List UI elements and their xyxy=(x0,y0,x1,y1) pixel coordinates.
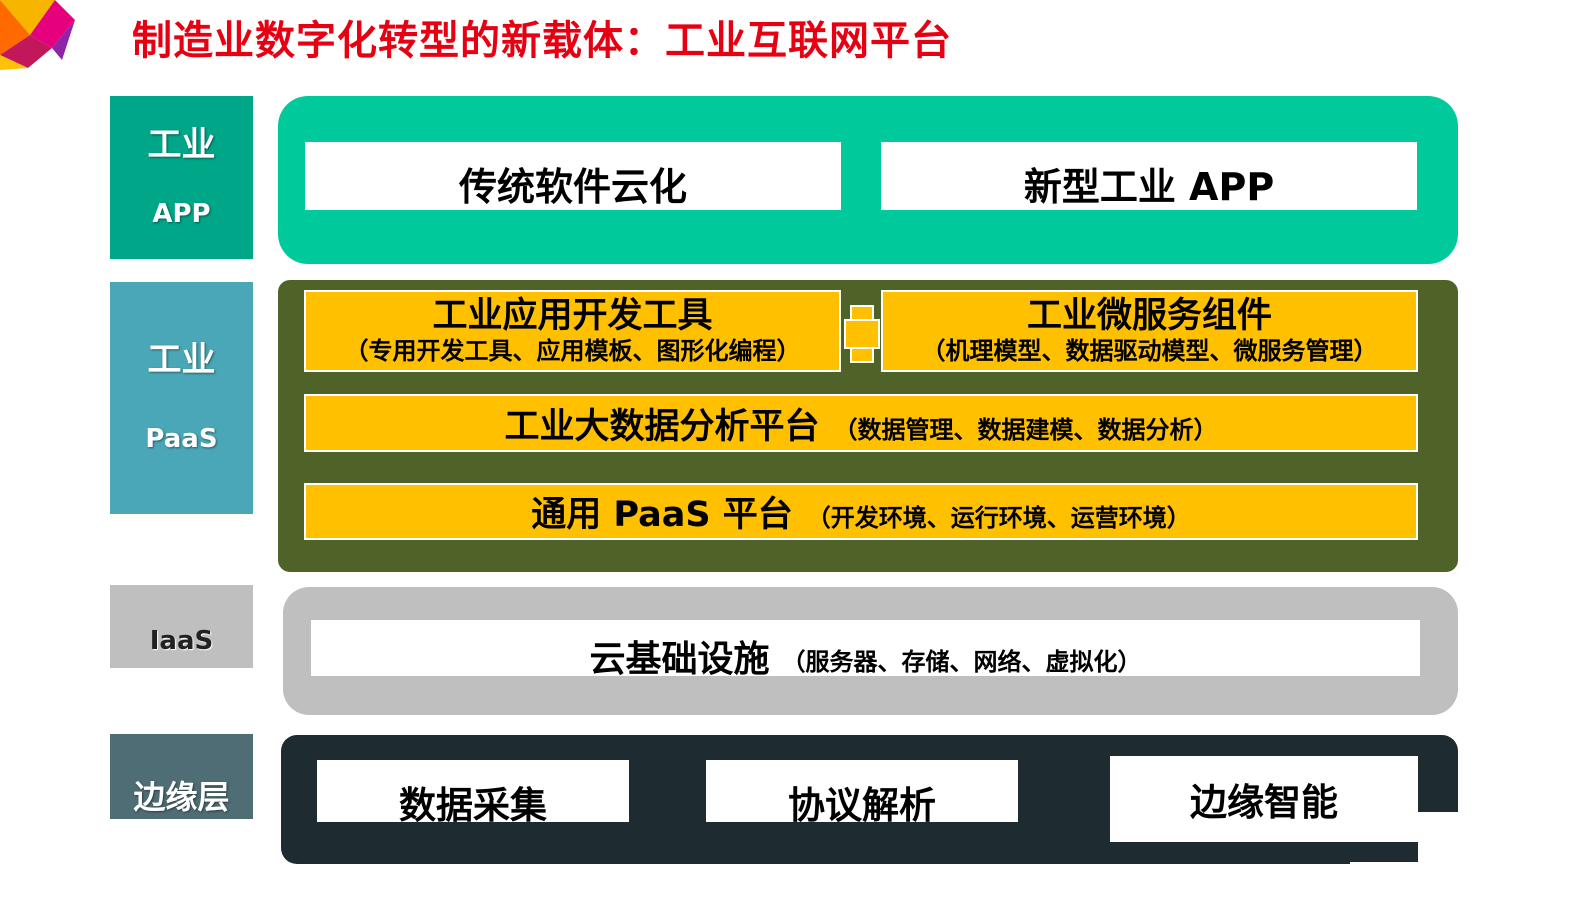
big-data-subtitle: （数据管理、数据建模、数据分析） xyxy=(833,415,1218,444)
dev-tools-subtitle: （专用开发工具、应用模板、图形化编程） xyxy=(344,336,801,365)
layer-label-app: 工业 APP xyxy=(110,96,253,259)
edge-module-data-collection: 数据采集 xyxy=(317,760,629,827)
general-paas-subtitle: （开发环境、运行环境、运营环境） xyxy=(806,504,1191,532)
connector-icon xyxy=(844,305,880,363)
paas-module-dev-tools: 工业应用开发工具 （专用开发工具、应用模板、图形化编程） xyxy=(304,290,841,372)
iaas-module-cloud-infra: 云基础设施 （服务器、存储、网络、虚拟化） xyxy=(311,620,1420,680)
layer-label-edge: 边缘层 xyxy=(110,734,253,819)
cloud-infra-title: 云基础设施 xyxy=(589,639,770,680)
page-title: 制造业数字化转型的新载体：工业互联网平台 xyxy=(132,18,952,64)
edge-label-text: 边缘层 xyxy=(133,777,230,816)
paas-module-micro-services: 工业微服务组件 （机理模型、数据驱动模型、微服务管理） xyxy=(881,290,1418,372)
app-label-top: 工业 xyxy=(147,124,216,165)
micro-services-title: 工业微服务组件 xyxy=(1026,296,1272,337)
micro-services-subtitle: （机理模型、数据驱动模型、微服务管理） xyxy=(921,336,1378,365)
edge-module-protocol-parsing: 协议解析 xyxy=(706,760,1018,827)
paas-label-bottom: PaaS xyxy=(145,424,218,455)
edge-module-edge-intelligence: 边缘智能 xyxy=(1110,756,1418,842)
iaas-label-text: IaaS xyxy=(149,626,214,657)
layer-label-iaas: IaaS xyxy=(110,585,253,668)
app-module-cloud-software: 传统软件云化 xyxy=(305,142,841,210)
paas-module-big-data: 工业大数据分析平台 （数据管理、数据建模、数据分析） xyxy=(304,394,1418,452)
general-paas-title: 通用 PaaS 平台 xyxy=(531,495,793,535)
paas-label-top: 工业 xyxy=(147,340,216,380)
layer-label-paas: 工业 PaaS xyxy=(110,282,253,514)
app-module-new-industrial-app: 新型工业 APP xyxy=(881,142,1417,210)
edge-frame-notch xyxy=(1418,812,1458,864)
paas-module-general: 通用 PaaS 平台 （开发环境、运行环境、运营环境） xyxy=(304,483,1418,540)
corner-decoration-icon xyxy=(0,0,75,70)
dev-tools-title: 工业应用开发工具 xyxy=(432,296,713,337)
big-data-title: 工业大数据分析平台 xyxy=(504,406,820,447)
app-label-bottom: APP xyxy=(152,198,211,229)
cloud-infra-subtitle: （服务器、存储、网络、虚拟化） xyxy=(781,647,1142,676)
edge-frame-notch-bottom xyxy=(1350,862,1458,868)
